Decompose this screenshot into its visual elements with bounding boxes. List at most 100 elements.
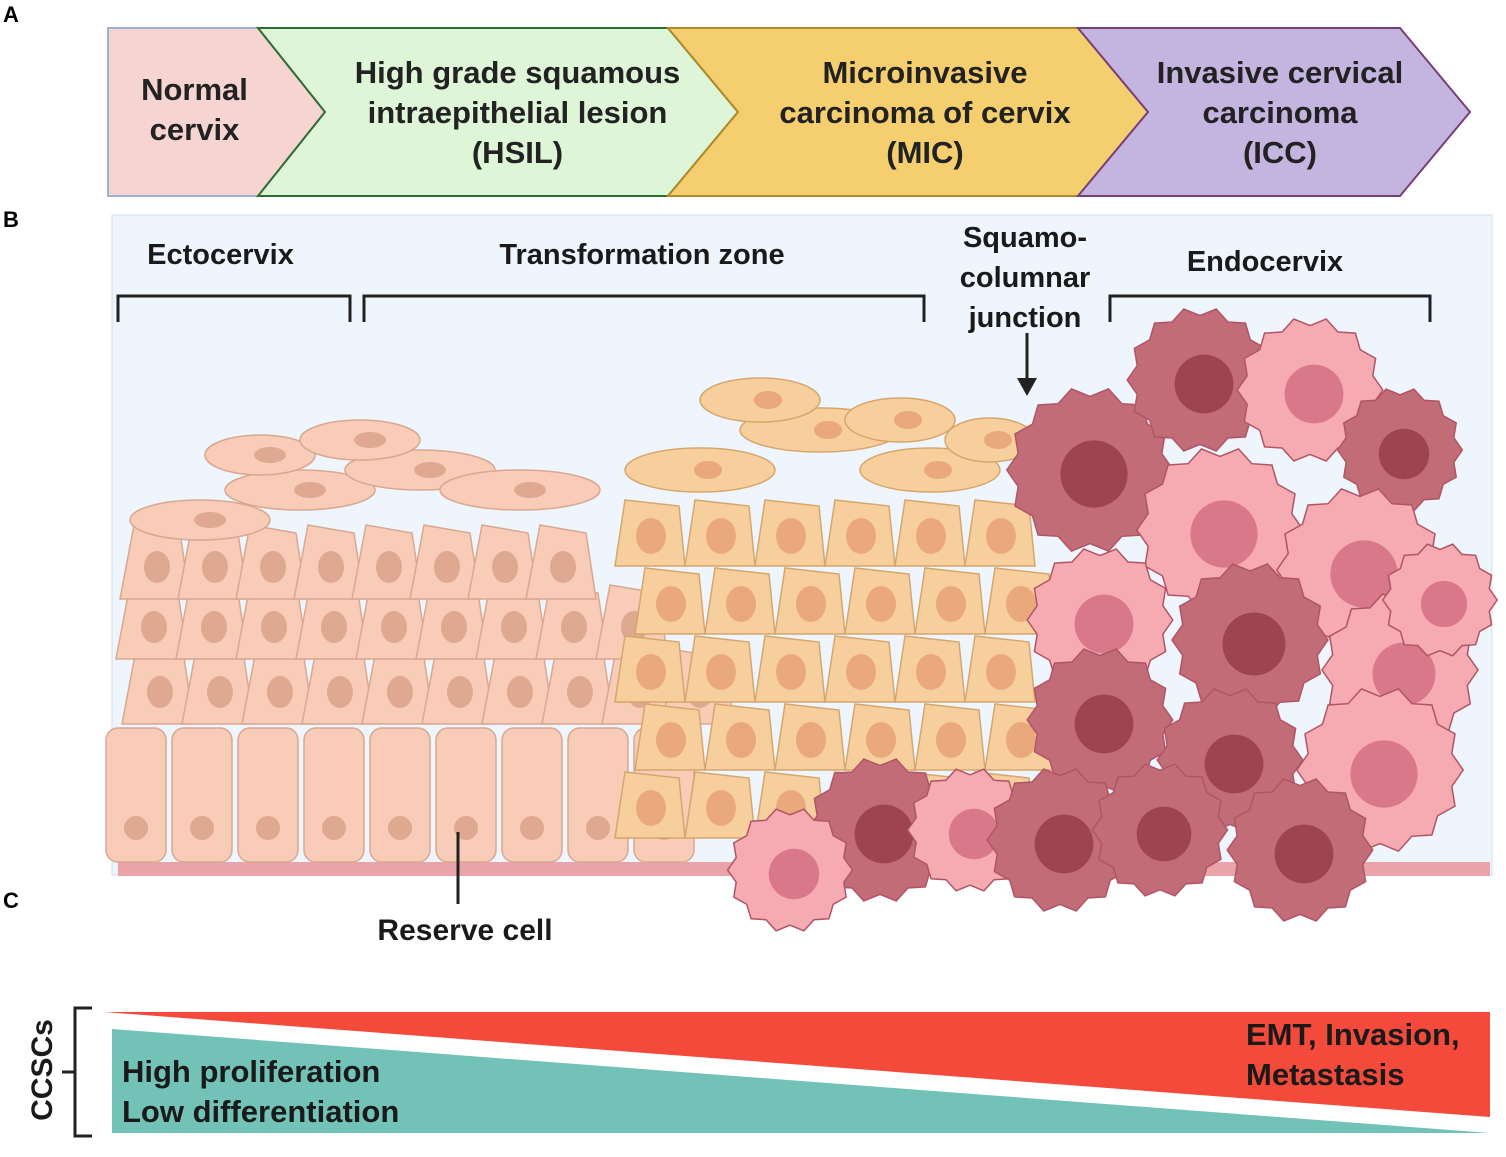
dysplastic-cell-nucleus <box>1006 586 1036 622</box>
squamous-cell-nucleus <box>144 551 170 583</box>
dysplastic-cell-nucleus <box>706 518 736 554</box>
label-proliferation: High proliferation Low differentiation <box>122 1052 452 1132</box>
superficial-cell-nucleus <box>514 482 546 498</box>
cancer-cell-nucleus <box>854 804 914 864</box>
dysplastic-cell-nucleus <box>796 586 826 622</box>
label-transformation-zone: Transformation zone <box>499 239 785 271</box>
dysplastic-cell-nucleus <box>916 518 946 554</box>
dysplastic-cell-nucleus <box>726 722 756 758</box>
dysplastic-superficial-nucleus <box>694 461 722 479</box>
label-sc-junction-line3: junction <box>968 302 1082 334</box>
squamous-cell-nucleus <box>567 676 593 708</box>
tissue-cells <box>105 308 1499 932</box>
cancer-cell-nucleus <box>1074 594 1134 654</box>
chevron-icc <box>1075 27 1472 197</box>
reserve-cell-nucleus <box>124 816 148 840</box>
step-mic-line3: (MIC) <box>886 134 964 170</box>
reserve-cell-nucleus <box>454 816 478 840</box>
label-emt-line2: Metastasis <box>1246 1057 1405 1092</box>
superficial-cell-nucleus <box>194 512 226 528</box>
superficial-cell-nucleus <box>294 482 326 498</box>
label-sc-junction-line1: Squamo- <box>962 222 1088 254</box>
squamous-cell-nucleus <box>501 611 527 643</box>
dysplastic-cell-nucleus <box>656 586 686 622</box>
squamous-cell-nucleus <box>492 551 518 583</box>
panel-label-b: B <box>3 207 19 232</box>
label-emt-line1: EMT, Invasion, <box>1246 1017 1460 1052</box>
reserve-cell-nucleus <box>322 816 346 840</box>
label-sc-junction-line2: columnar <box>959 262 1091 294</box>
dysplastic-cell-nucleus <box>636 654 666 690</box>
cancer-cell-nucleus <box>1204 734 1264 794</box>
reserve-cell-nucleus <box>388 816 412 840</box>
dysplastic-superficial-nucleus <box>924 461 952 479</box>
squamous-cell-nucleus <box>441 611 467 643</box>
cancer-cell-nucleus <box>1222 612 1286 676</box>
squamous-cell-nucleus <box>327 676 353 708</box>
label-sc-junction: Squamo- columnar junction <box>930 218 1120 338</box>
step-mic-line2: carcinoma of cervix <box>779 94 1071 130</box>
proliferation-wedge <box>112 1029 1490 1133</box>
step-icc-line3: (ICC) <box>1242 134 1318 170</box>
cancer-cell-nucleus <box>1060 440 1128 508</box>
dysplastic-cell-nucleus <box>636 790 666 826</box>
dysplastic-cell-nucleus <box>706 790 736 826</box>
dysplastic-cell-nucleus <box>936 722 966 758</box>
reserve-cell <box>435 727 497 863</box>
cancer-cell-nucleus <box>1034 814 1094 874</box>
cancer-cell-nucleus <box>1074 694 1134 754</box>
label-ccscs: CCSCs <box>26 1019 59 1121</box>
dysplastic-cell-nucleus <box>916 654 946 690</box>
cancer-cell-nucleus <box>1284 364 1344 424</box>
step-normal-line2: cervix <box>149 112 240 147</box>
ectocervix-bracket <box>116 294 352 322</box>
squamous-cell-nucleus <box>434 551 460 583</box>
squamous-cell-nucleus <box>202 551 228 583</box>
panel-label-a: A <box>3 2 19 27</box>
reserve-cell-nucleus <box>256 816 280 840</box>
dysplastic-cell-nucleus <box>846 654 876 690</box>
squamous-cell-nucleus <box>261 611 287 643</box>
cancer-cell-nucleus <box>1136 806 1192 862</box>
label-proliferation-line1: High proliferation <box>122 1054 381 1089</box>
reserve-cell <box>303 727 365 863</box>
region-brackets <box>116 294 1432 322</box>
squamous-cell-nucleus <box>207 676 233 708</box>
dysplastic-cell-nucleus <box>986 654 1016 690</box>
step-icc-line1: Invasive cervical <box>1156 54 1404 90</box>
dysplastic-cell-nucleus <box>636 518 666 554</box>
cancer-cell-nucleus <box>1420 580 1468 628</box>
reserve-cell-nucleus <box>586 816 610 840</box>
ccsc-gradient <box>62 1006 1490 1138</box>
cancer-cell-nucleus <box>1378 428 1430 480</box>
label-ectocervix: Ectocervix <box>147 239 294 271</box>
dysplastic-cell-nucleus <box>866 722 896 758</box>
step-normal-line1: Normal <box>141 72 248 107</box>
reserve-cell-nucleus <box>190 816 214 840</box>
dysplastic-superficial-nucleus <box>754 391 782 409</box>
dysplastic-cell-nucleus <box>776 518 806 554</box>
reserve-cell <box>105 727 167 863</box>
step-icc-line2: carcinoma <box>1202 94 1358 130</box>
dysplastic-superficial-nucleus <box>984 431 1012 449</box>
dysplastic-cell-nucleus <box>796 722 826 758</box>
dysplastic-cell-nucleus <box>656 722 686 758</box>
cancer-cell-nucleus <box>1190 500 1258 568</box>
dysplastic-cell-nucleus <box>1006 722 1036 758</box>
dysplastic-cell-nucleus <box>706 654 736 690</box>
step-label-normal: Normal cervix <box>112 40 277 180</box>
reserve-cell <box>501 727 563 863</box>
squamous-cell-nucleus <box>267 676 293 708</box>
dysplastic-superficial-nucleus <box>814 421 842 439</box>
squamous-cell-nucleus <box>550 551 576 583</box>
step-mic-line1: Microinvasive <box>822 54 1028 90</box>
squamous-cell-nucleus <box>201 611 227 643</box>
squamous-cell-nucleus <box>561 611 587 643</box>
cancer-cell-nucleus <box>768 848 820 900</box>
dysplastic-cell-nucleus <box>936 586 966 622</box>
reserve-cell <box>237 727 299 863</box>
step-hsil-line3: (HSIL) <box>471 134 564 170</box>
dysplastic-cell-nucleus <box>776 654 806 690</box>
squamous-cell-nucleus <box>318 551 344 583</box>
dysplastic-cell-nucleus <box>866 586 896 622</box>
